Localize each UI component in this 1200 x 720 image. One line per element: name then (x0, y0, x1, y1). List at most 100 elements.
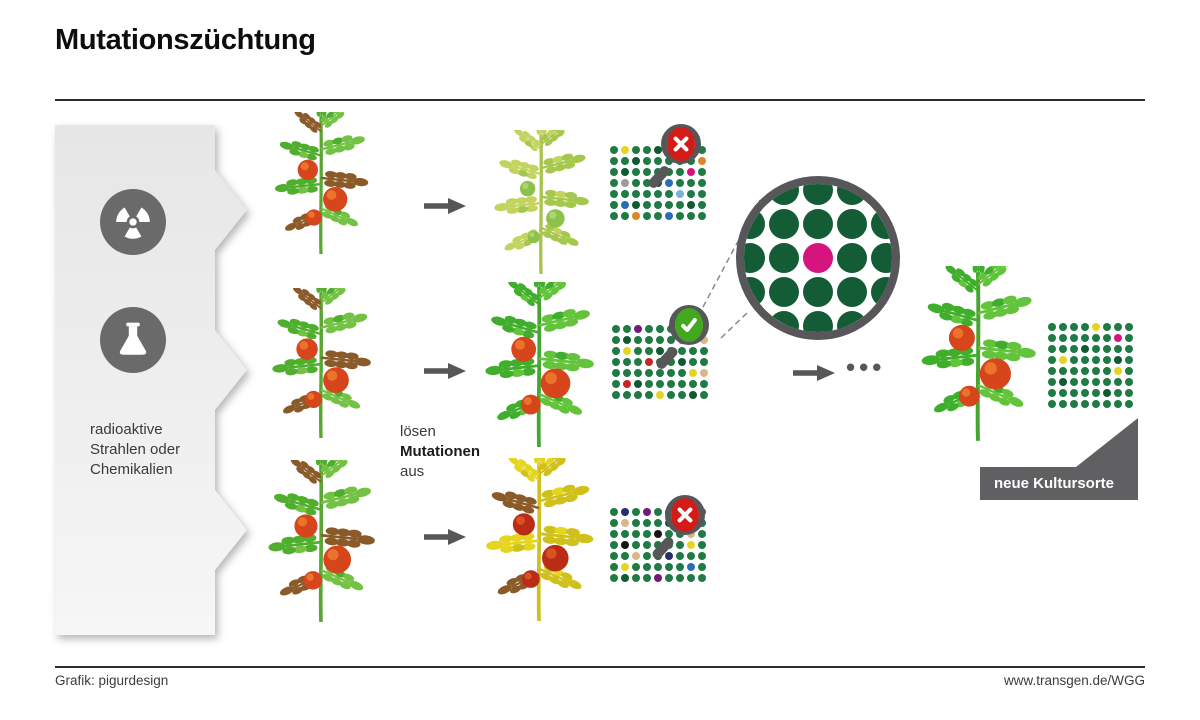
seedling-dot (612, 358, 620, 366)
seedling-dot (645, 336, 653, 344)
seedling-dot (676, 179, 684, 187)
seedling-dot (1048, 389, 1056, 397)
seedling-dot (698, 146, 706, 154)
seedling-dot (1092, 323, 1100, 331)
top-divider (55, 99, 1145, 101)
seedling-dot (678, 358, 686, 366)
flask-icon (100, 307, 166, 373)
seedling-dot (643, 508, 651, 516)
seedling-dot (678, 347, 686, 355)
seedling-dot (689, 358, 697, 366)
seedling-dot (610, 519, 618, 527)
seedling-dot (643, 157, 651, 165)
seedling-dot (1103, 378, 1111, 386)
seedling-dot (645, 358, 653, 366)
magnifier-rejected-1 (646, 124, 701, 190)
seedling-dot (676, 168, 684, 176)
seedling-dot (643, 552, 651, 560)
seedling-dot (687, 541, 695, 549)
seedling-dot (621, 552, 629, 560)
seedling-dot (667, 391, 675, 399)
seedling-dot (1048, 356, 1056, 364)
seedling-dot (643, 519, 651, 527)
seedling-dot (621, 563, 629, 571)
seedling-dot (689, 347, 697, 355)
cell-dot (744, 209, 765, 239)
seedling-dot (700, 358, 708, 366)
seedling-dot (632, 552, 640, 560)
cause-panel (55, 125, 247, 635)
seedling-dot (1092, 378, 1100, 386)
seedling-grid-2 (612, 325, 708, 399)
tomato-plant-damaged-2 (262, 288, 380, 438)
magnifier-rejected-2 (650, 495, 705, 561)
seedling-dot (643, 563, 651, 571)
cell-dot (803, 209, 833, 239)
seedling-dot (621, 190, 629, 198)
process-label-line3: aus (400, 463, 425, 480)
seedling-dot (1059, 378, 1067, 386)
seedling-dot (689, 391, 697, 399)
seedling-dot (632, 146, 640, 154)
seedling-dot (621, 168, 629, 176)
seedling-dot (656, 380, 664, 388)
cell-dot (837, 209, 867, 239)
seedling-dot (698, 190, 706, 198)
seedling-dot (665, 563, 673, 571)
seedling-dot (610, 212, 618, 220)
seedling-dot (623, 380, 631, 388)
seedling-dot (1125, 356, 1133, 364)
seedling-dot (678, 391, 686, 399)
seedling-dot (645, 380, 653, 388)
seedling-dot (698, 179, 706, 187)
seedling-dot (610, 563, 618, 571)
seedling-dot (1114, 389, 1122, 397)
seedling-dot (1070, 345, 1078, 353)
cell-dot (744, 243, 765, 273)
cell-dot (871, 311, 892, 332)
seedling-dot (621, 574, 629, 582)
seedling-dot (623, 369, 631, 377)
seedling-dot (1070, 367, 1078, 375)
seedling-dot (1081, 400, 1089, 408)
seedling-dot (632, 563, 640, 571)
seedling-dot (623, 391, 631, 399)
cell-dot (871, 243, 892, 273)
seedling-dot (1103, 323, 1111, 331)
seedling-dot (632, 212, 640, 220)
seedling-dot (1103, 400, 1111, 408)
seedling-dot (676, 552, 684, 560)
cell-dot (744, 184, 765, 205)
cell-dot (769, 311, 799, 332)
seedling-dot (1081, 389, 1089, 397)
seedling-dot (656, 391, 664, 399)
seedling-dot (1125, 323, 1133, 331)
seedling-dot (687, 574, 695, 582)
seedling-dot (1092, 389, 1100, 397)
seedling-dot (1125, 378, 1133, 386)
seedling-dot (1081, 345, 1089, 353)
tomato-plant-damaged-3 (262, 460, 380, 622)
seedling-dot (632, 530, 640, 538)
seedling-dot (667, 369, 675, 377)
seedling-dot (621, 157, 629, 165)
tomato-plant-new-variety (916, 266, 1040, 442)
process-label-line1: lösen (400, 423, 436, 440)
seedling-dot (643, 212, 651, 220)
cell-dot (803, 277, 833, 307)
seedling-dot (700, 369, 708, 377)
seedling-dot (1092, 400, 1100, 408)
cell-dot (769, 243, 799, 273)
seedling-dot (1048, 367, 1056, 375)
seedling-dot (665, 530, 673, 538)
seedling-dot (667, 380, 675, 388)
seedling-dot (678, 380, 686, 388)
seedling-dot (634, 358, 642, 366)
seedling-dot (1125, 400, 1133, 408)
seedling-dot (1103, 389, 1111, 397)
radiation-icon (100, 189, 166, 255)
seedling-dot (1059, 400, 1067, 408)
seedling-dot (1114, 356, 1122, 364)
seedling-dot (643, 574, 651, 582)
seedling-dot (634, 380, 642, 388)
